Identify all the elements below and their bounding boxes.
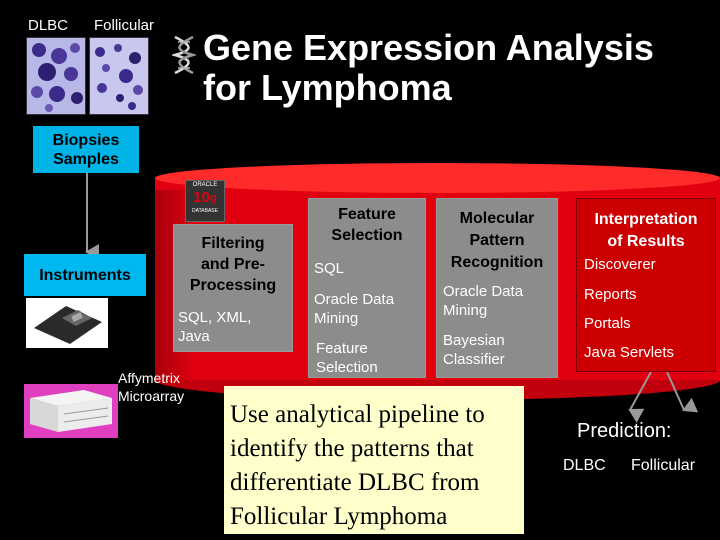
affymetrix-label: Affymetrix Microarray	[118, 369, 184, 405]
prediction-label: Prediction:	[577, 420, 672, 442]
note-line-4: Follicular Lymphoma	[230, 503, 448, 530]
molecular-pattern-panel: Molecular Pattern Recognition Oracle Dat…	[436, 198, 558, 378]
pipeline-note: Use analytical pipeline to identify the …	[224, 386, 524, 534]
note-line-2: identify the patterns that	[230, 435, 474, 462]
dlbc-cells-image	[26, 37, 86, 115]
affymetrix-line-2: Microarray	[118, 388, 185, 404]
page-title: Gene Expression Analysis for Lymphoma	[203, 28, 718, 108]
title-line-2: for Lymphoma	[203, 67, 452, 108]
biopsies-samples-box: Biopsies Samples	[33, 126, 139, 173]
filtering-head-1: Filtering	[201, 235, 265, 252]
interpretation-head-1: Interpretation	[594, 211, 698, 228]
oracle-10g-logo: ORACLE 10g DATABASE	[185, 180, 225, 222]
interpretation-item-portals: Portals	[584, 315, 631, 332]
affymetrix-line-1: Affymetrix	[118, 370, 180, 386]
filtering-text-2: Java	[178, 328, 210, 345]
biopsies-line-2: Samples	[53, 150, 119, 168]
interpretation-item-discoverer: Discoverer	[584, 256, 656, 273]
filtering-head-2: and Pre-	[200, 256, 265, 273]
feature-item-odm: Oracle Data Mining	[314, 290, 425, 328]
interpretation-item-servlets: Java Servlets	[584, 344, 675, 361]
prediction-follicular: Follicular	[631, 457, 696, 474]
database-cylinder-top	[155, 163, 720, 193]
molecular-item-bayesian: Bayesian Classifier	[443, 331, 557, 369]
feature-item-selection: Feature Selection	[316, 339, 425, 377]
note-line-3: differentiate DLBC from	[230, 469, 480, 496]
filtering-panel: Filtering and Pre- Processing SQL, XML, …	[173, 224, 293, 352]
molecular-head-2: Pattern	[469, 232, 525, 249]
molecular-item2-line-2: Classifier	[443, 351, 505, 368]
microarray-machine-image	[24, 384, 118, 438]
interpretation-item-reports: Reports	[584, 286, 637, 303]
interpretation-to-dlbc-arrow	[628, 371, 652, 423]
biopsies-line-1: Biopsies	[52, 131, 120, 149]
prediction-dlbc: DLBC	[563, 457, 606, 474]
oracle-brand-text: ORACLE	[192, 182, 218, 188]
filtering-text-1: SQL, XML,	[178, 309, 252, 326]
dna-helix-icon	[172, 36, 196, 74]
molecular-heading: Molecular Pattern Recognition	[437, 208, 557, 274]
molecular-item1-line-2: Mining	[443, 302, 488, 319]
note-line-1: Use analytical pipeline to	[230, 401, 485, 428]
oracle-version: 10g	[186, 189, 224, 207]
feature-item3-line-2: Selection	[316, 359, 378, 376]
feature-head-1: Feature	[338, 206, 396, 223]
title-line-1: Gene Expression Analysis	[203, 27, 654, 68]
filtering-tools: SQL, XML, Java	[178, 308, 292, 346]
interpretation-to-follicular-arrow	[666, 371, 699, 413]
feature-heading: Feature Selection	[309, 204, 425, 246]
instruments-box: Instruments	[24, 254, 146, 296]
oracle-version-suffix: g	[209, 192, 217, 204]
dlbc-label: DLBC	[28, 17, 69, 34]
interpretation-heading: Interpretation of Results	[577, 209, 715, 253]
feature-item3-line-1: Feature	[316, 340, 368, 357]
feature-selection-panel: Feature Selection SQL Oracle Data Mining…	[308, 198, 426, 378]
feature-item2-line-1: Oracle Data	[314, 291, 395, 308]
scanner-device-image	[26, 298, 108, 348]
oracle-database-text: DATABASE	[192, 208, 218, 214]
molecular-head-3: Recognition	[450, 254, 544, 271]
interpretation-panel: Interpretation of Results Discoverer Rep…	[576, 198, 716, 372]
filtering-heading: Filtering and Pre- Processing	[174, 233, 292, 296]
molecular-item2-line-1: Bayesian	[443, 332, 505, 349]
follicular-cells-image	[89, 37, 149, 115]
feature-head-2: Selection	[331, 227, 403, 244]
molecular-head-1: Molecular	[459, 210, 535, 227]
interpretation-head-2: of Results	[607, 233, 685, 250]
feature-item2-line-2: Mining	[314, 310, 359, 327]
feature-item-sql: SQL	[314, 260, 345, 277]
filtering-head-3: Processing	[189, 277, 277, 294]
molecular-item1-line-1: Oracle Data	[443, 283, 524, 300]
oracle-version-number: 10	[193, 189, 210, 206]
follicular-label: Follicular	[94, 17, 155, 34]
molecular-item-odm: Oracle Data Mining	[443, 282, 557, 320]
